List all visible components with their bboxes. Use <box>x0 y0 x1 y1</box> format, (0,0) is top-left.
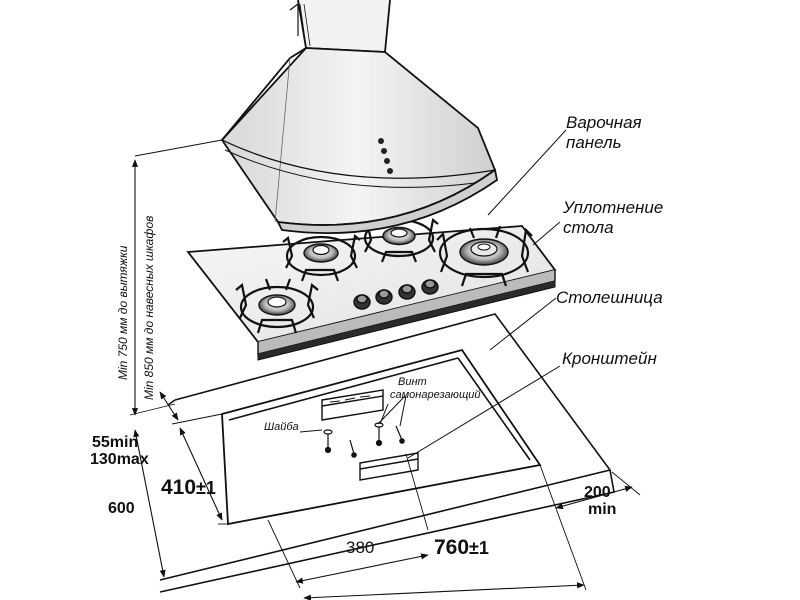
burners <box>235 218 533 334</box>
seal-label-line1: Уплотнение <box>563 198 664 217</box>
cutout-width-label: 760±1 <box>434 536 489 560</box>
screws-label: Винт самонарезающий <box>390 376 481 402</box>
edge-min-value: 55min <box>92 434 139 451</box>
edge-distance-label: 55min 130max <box>90 434 149 468</box>
leader-lines <box>299 129 567 459</box>
countertop <box>159 313 615 593</box>
cutout-depth-value: 410 <box>161 476 197 499</box>
range-hood <box>220 0 498 235</box>
washer-label: Шайба <box>264 421 299 433</box>
screws-label-line2: самонарезающий <box>390 389 481 401</box>
screws <box>323 422 405 458</box>
dimension-lines <box>129 139 641 600</box>
total-depth-label: 600 <box>108 500 135 517</box>
cooktop-label-line2: панель <box>566 133 622 152</box>
seal-label-line2: стола <box>563 218 614 237</box>
cutout-depth-tolerance: ±1 <box>196 478 216 498</box>
cutout-depth-label: 410±1 <box>161 476 216 500</box>
seal-label: Уплотнение стола <box>563 198 663 238</box>
side-clearance-unit: min <box>588 501 617 518</box>
side-clearance-label: 200 min <box>584 484 616 518</box>
cutout-width-tolerance: ±1 <box>469 538 489 558</box>
cooktop-label: Варочная панель <box>566 113 642 153</box>
width-offset-label: 380 <box>346 538 375 557</box>
hood-height-label: Min 750 мм до вытяжки <box>116 245 130 380</box>
side-clearance-value: 200 <box>584 484 611 501</box>
bracket-label: Кронштейн <box>562 349 657 368</box>
screws-label-line1: Винт <box>398 376 427 388</box>
edge-max-value: 130max <box>90 451 149 468</box>
cabinet-height-label: Min 850 мм до навесных шкафов <box>142 215 156 400</box>
cutout-width-value: 760 <box>434 536 470 559</box>
cooktop-label-line1: Варочная <box>566 113 642 132</box>
control-knobs <box>353 279 439 310</box>
bracket-top <box>321 389 384 421</box>
countertop-label: Столешница <box>556 288 663 307</box>
